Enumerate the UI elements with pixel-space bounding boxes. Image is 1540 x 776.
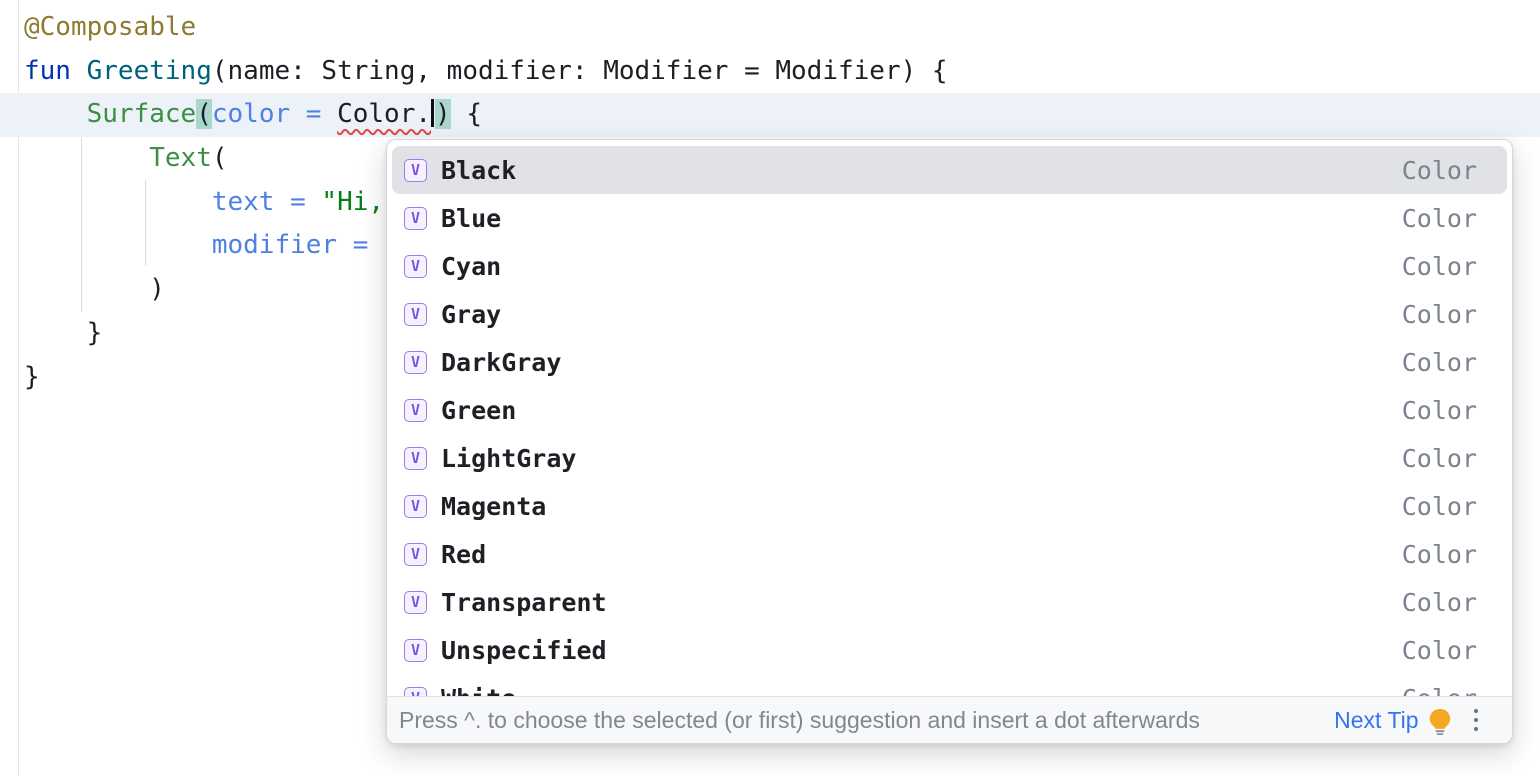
value-icon: V [404, 590, 427, 614]
completion-item-type: Color [1401, 635, 1477, 665]
code-segment: fun [24, 55, 87, 86]
code-segment: (name: String, modifier: Modifier = Modi… [211, 55, 948, 86]
completion-item-green[interactable]: V Green Color [392, 386, 1507, 434]
completion-item-type: Color [1401, 443, 1477, 473]
completion-item-label: Blue [441, 203, 502, 233]
indent-guide [145, 180, 146, 266]
code-segment [24, 187, 212, 217]
code-segment [24, 143, 149, 173]
completion-item-black[interactable]: V Black Color [392, 146, 1507, 194]
completion-item-type: Color [1401, 155, 1477, 185]
code-segment: text = [211, 186, 322, 217]
completion-item-type: Color [1401, 203, 1477, 233]
completion-item-type: Color [1401, 347, 1477, 377]
matched-paren-highlight: ) [435, 99, 451, 130]
next-tip-link[interactable]: Next Tip [1334, 706, 1419, 733]
more-options-kebab-icon[interactable] [1473, 708, 1478, 732]
completion-item-type: Color [1401, 491, 1477, 521]
value-icon: V [404, 494, 427, 518]
code-segment: modifier = [211, 230, 385, 261]
value-icon: V [404, 446, 427, 470]
code-segment: Text [149, 143, 212, 174]
completion-item-blue[interactable]: V Blue Color [392, 194, 1507, 242]
value-icon: V [404, 350, 427, 374]
completion-item-label: Red [441, 539, 487, 569]
matched-paren-highlight: ( [196, 99, 212, 130]
completion-item-label: Green [441, 395, 517, 425]
completion-item-darkgray[interactable]: V DarkGray Color [392, 338, 1507, 386]
code-segment: @Composable [24, 12, 197, 42]
value-icon: V [404, 542, 427, 566]
value-icon: V [404, 254, 427, 278]
code-line[interactable]: } [0, 356, 1540, 400]
completion-item-lightgray[interactable]: V LightGray Color [392, 434, 1507, 482]
completion-item-label: Magenta [441, 491, 547, 521]
completion-item-type: Color [1401, 587, 1477, 617]
completion-item-type: Color [1401, 251, 1477, 281]
code-segment [24, 230, 212, 260]
code-line[interactable]: fun Greeting(name: String, modifier: Mod… [0, 50, 1540, 94]
code-line[interactable]: @Composable [0, 6, 1540, 50]
code-segment: Greeting [86, 55, 212, 86]
completion-item-gray[interactable]: V Gray Color [392, 290, 1507, 338]
completion-item-type: Color [1401, 299, 1477, 329]
completion-item-transparent[interactable]: V Transparent Color [392, 578, 1507, 626]
code-line[interactable]: ) [0, 268, 1540, 312]
completion-item-type: Color [1401, 395, 1477, 425]
code-segment: } [24, 317, 103, 348]
completion-hint-text: Press ^. to choose the selected (or firs… [399, 706, 1200, 733]
code-segment: ) [24, 274, 165, 305]
completion-item-label: Gray [441, 299, 502, 329]
code-segment [24, 99, 87, 129]
code-line[interactable]: text = "Hi, [0, 181, 1540, 225]
code-area[interactable]: @Composable fun Greeting(name: String, mo… [0, 6, 1540, 399]
completion-item-label: Transparent [441, 587, 607, 617]
value-icon: V [404, 398, 427, 422]
error-underlined-code: Color. [337, 99, 432, 130]
completion-item-label: Black [441, 155, 517, 185]
completion-item-type: Color [1401, 539, 1477, 569]
code-line[interactable]: } [0, 312, 1540, 356]
indent-guide [81, 136, 82, 312]
code-segment: ( [211, 143, 228, 174]
lightbulb-icon [1429, 708, 1450, 735]
text-caret [431, 99, 435, 128]
gutter-separator [18, 0, 19, 776]
completion-item-red[interactable]: V Red Color [392, 530, 1507, 578]
completion-popup-footer: Press ^. to choose the selected (or firs… [387, 696, 1512, 743]
code-line-current[interactable]: Surface(color = Color.) { [0, 93, 1540, 138]
code-segment: Surface [86, 99, 197, 130]
completion-item-unspecified[interactable]: V Unspecified Color [392, 626, 1507, 674]
completion-item-label: Unspecified [441, 635, 607, 665]
value-icon: V [404, 302, 427, 326]
code-segment: } [24, 361, 40, 392]
completion-item-label: DarkGray [441, 347, 562, 377]
completion-item-label: Cyan [441, 251, 502, 281]
code-segment: color = [211, 99, 338, 130]
code-line[interactable]: modifier = [0, 224, 1540, 268]
code-segment: "Hi, [321, 186, 385, 217]
code-segment: { [450, 99, 482, 130]
value-icon: V [404, 158, 427, 182]
value-icon: V [404, 638, 427, 662]
value-icon: V [404, 206, 427, 230]
code-line[interactable]: Text( [0, 137, 1540, 181]
completion-item-cyan[interactable]: V Cyan Color [392, 242, 1507, 290]
completion-item-magenta[interactable]: V Magenta Color [392, 482, 1507, 530]
completion-item-label: LightGray [441, 443, 577, 473]
